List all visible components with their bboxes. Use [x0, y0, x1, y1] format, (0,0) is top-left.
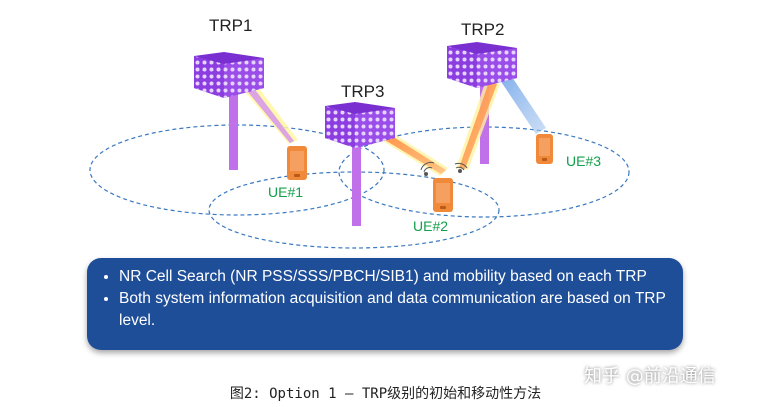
description-box: NR Cell Search (NR PSS/SSS/PBCH/SIB1) an… [87, 258, 683, 350]
ue3-phone-icon [536, 134, 553, 164]
trp1-label: TRP1 [209, 16, 252, 35]
beam-trp2-ue2-core [459, 82, 497, 169]
watermark: 知乎 @前沿通信 [584, 366, 716, 387]
description-bullet-1: NR Cell Search (NR PSS/SSS/PBCH/SIB1) an… [119, 266, 669, 288]
signal-arcs-icon [420, 161, 468, 176]
trp3-antenna [325, 102, 395, 148]
beam-trp2-ue3 [500, 74, 546, 134]
beam-trp1-ue1-core [243, 83, 294, 143]
ue1-label: UE#1 [268, 184, 303, 200]
trp3-mast [352, 140, 361, 226]
trp3-label: TRP3 [341, 82, 384, 101]
ue2-label: UE#2 [413, 218, 448, 234]
trp2-label: TRP2 [461, 20, 504, 39]
trp1-mast [229, 84, 238, 170]
description-bullet-2: Both system information acquisition and … [119, 288, 669, 332]
description-list: NR Cell Search (NR PSS/SSS/PBCH/SIB1) an… [105, 266, 669, 332]
ue2-phone-icon [433, 178, 453, 212]
cell-area-trp3 [208, 171, 500, 249]
trp2-antenna [447, 42, 517, 88]
ue3-label: UE#3 [566, 153, 601, 169]
ue1-phone-icon [287, 146, 307, 180]
trp1-antenna [194, 52, 264, 98]
figure-caption: 图2: Option 1 – TRP级别的初始和移动性方法 [229, 386, 542, 402]
